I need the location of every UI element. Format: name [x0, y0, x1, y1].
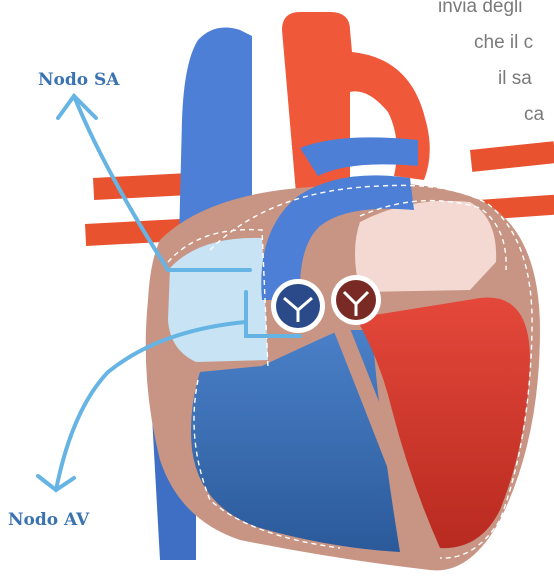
pulmonary-valve [271, 279, 325, 333]
text-fragment-3: il sa [498, 68, 532, 90]
sa-node-label: Nodo SA [38, 70, 120, 90]
aortic-valve [331, 275, 381, 325]
text-fragment-1: invia degli [438, 0, 523, 18]
left-atrium [355, 201, 496, 292]
text-fragment-2: che il c [474, 32, 533, 54]
text-fragment-4: ca [524, 104, 544, 126]
av-node-label: Nodo AV [8, 510, 89, 530]
